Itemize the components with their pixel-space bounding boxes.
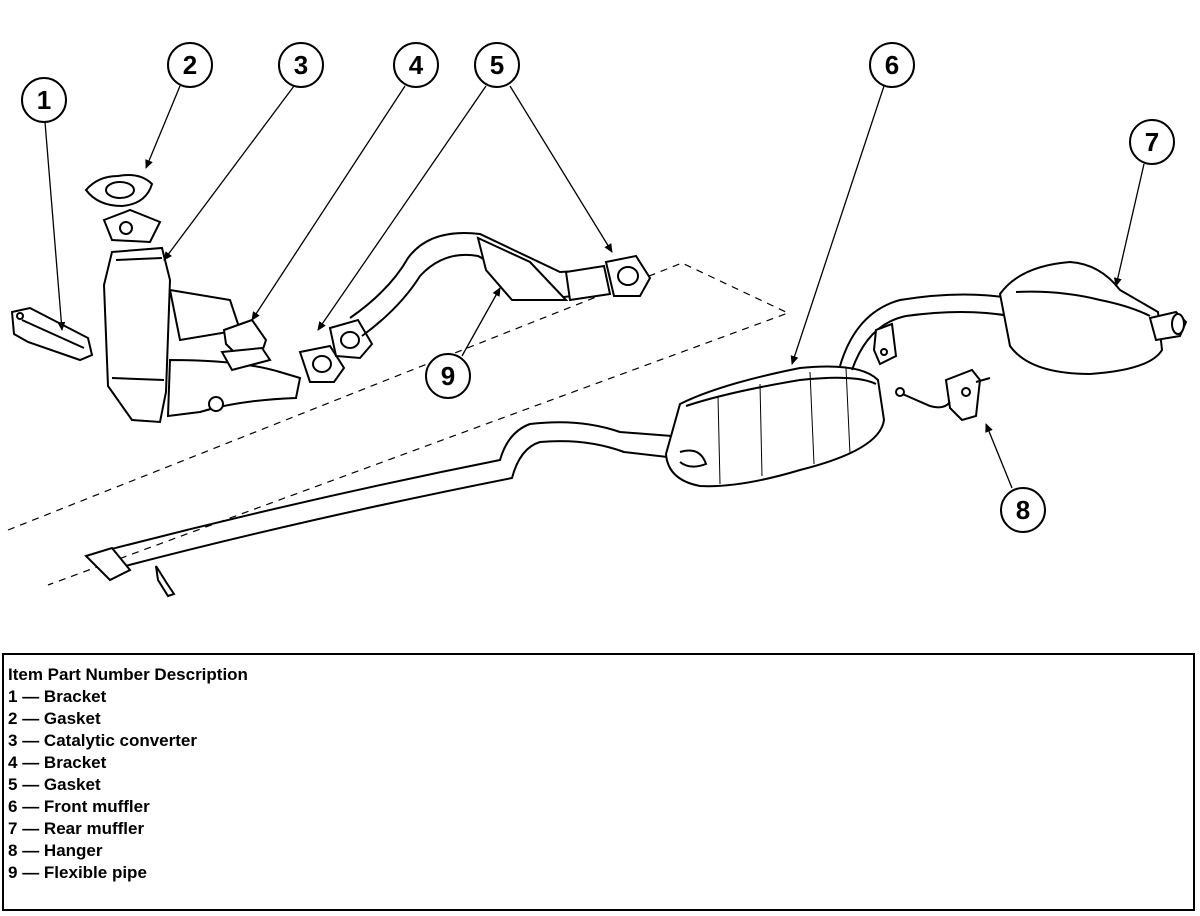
callout-number: 1 (37, 85, 51, 115)
underbody-outline (7, 262, 790, 586)
callout-number: 8 (1016, 495, 1030, 525)
tailpipe (839, 293, 1011, 371)
callout-number: 3 (294, 50, 308, 80)
legend-item-number: 1 (8, 687, 18, 706)
intermediate-pipe (84, 421, 677, 598)
legend-item-number: 3 (8, 731, 18, 750)
exhaust-system-diagram: 1 2 3 4 5 6 7 8 9 (7, 42, 1188, 598)
legend-item-description: Rear muffler (43, 819, 145, 838)
rear-muffler-part (998, 260, 1188, 376)
legend-separator: — (17, 863, 44, 882)
legend-separator: — (17, 753, 44, 772)
legend-row: 6 — Front muffler (8, 796, 1189, 818)
callout-number: 6 (885, 50, 899, 80)
legend-separator: — (17, 731, 44, 750)
legend-item-description: Gasket (43, 775, 101, 794)
legend-row: 7 — Rear muffler (8, 818, 1189, 840)
legend-item-number: 2 (8, 709, 18, 728)
legend-row: 5 — Gasket (8, 774, 1189, 796)
callout-3: 3 (163, 42, 324, 261)
legend-item-description: Bracket (43, 753, 107, 772)
legend-separator: — (17, 797, 44, 816)
legend-separator: — (17, 775, 44, 794)
legend-item-number: 4 (8, 753, 18, 772)
legend-row: 8 — Hanger (8, 840, 1189, 862)
callout-1: 1 (21, 77, 67, 331)
hanger-part (895, 368, 991, 422)
callout-9: 9 (425, 287, 501, 399)
legend-row: 2 — Gasket (8, 708, 1189, 730)
legend-item-description: Catalytic converter (43, 731, 197, 750)
legend-item-number: 6 (8, 797, 18, 816)
callout-number: 7 (1145, 127, 1159, 157)
legend-separator: — (17, 819, 44, 838)
legend-row: 1 — Bracket (8, 686, 1189, 708)
gasket-part-2 (298, 254, 652, 383)
callout-number: 5 (490, 50, 504, 80)
legend-item-description: Flexible pipe (43, 863, 147, 882)
gasket-part (84, 174, 154, 208)
bracket-part (10, 306, 94, 362)
catalytic-converter-part (102, 208, 302, 424)
legend-separator: — (17, 841, 44, 860)
bracket-part-2 (220, 318, 272, 372)
legend-item-number: 7 (8, 819, 18, 838)
legend-separator: — (17, 687, 44, 706)
callout-4: 4 (251, 42, 439, 321)
parts-legend: Item Part Number Description 1 — Bracket… (2, 653, 1195, 911)
legend-item-description: Gasket (43, 709, 101, 728)
callout-7: 7 (1113, 119, 1175, 287)
flexible-pipe-part (349, 232, 612, 337)
legend-row: 4 — Bracket (8, 752, 1189, 774)
legend-item-description: Bracket (43, 687, 107, 706)
legend-item-description: Hanger (43, 841, 103, 860)
callout-number: 2 (183, 50, 197, 80)
callout-6: 6 (790, 42, 915, 365)
legend-separator: — (17, 709, 44, 728)
callout-8: 8 (985, 423, 1046, 533)
callout-2: 2 (145, 42, 213, 169)
callout-5: 5 (317, 42, 613, 331)
legend-row: 3 — Catalytic converter (8, 730, 1189, 752)
callout-number: 9 (441, 361, 455, 391)
callout-number: 4 (409, 50, 424, 80)
legend-item-description: Front muffler (43, 797, 150, 816)
legend-header: Item Part Number Description (8, 665, 248, 684)
legend-row: 9 — Flexible pipe (8, 862, 1189, 884)
legend-item-number: 5 (8, 775, 18, 794)
front-muffler-part (664, 365, 886, 488)
legend-item-number: 8 (8, 841, 18, 860)
legend-item-number: 9 (8, 863, 18, 882)
